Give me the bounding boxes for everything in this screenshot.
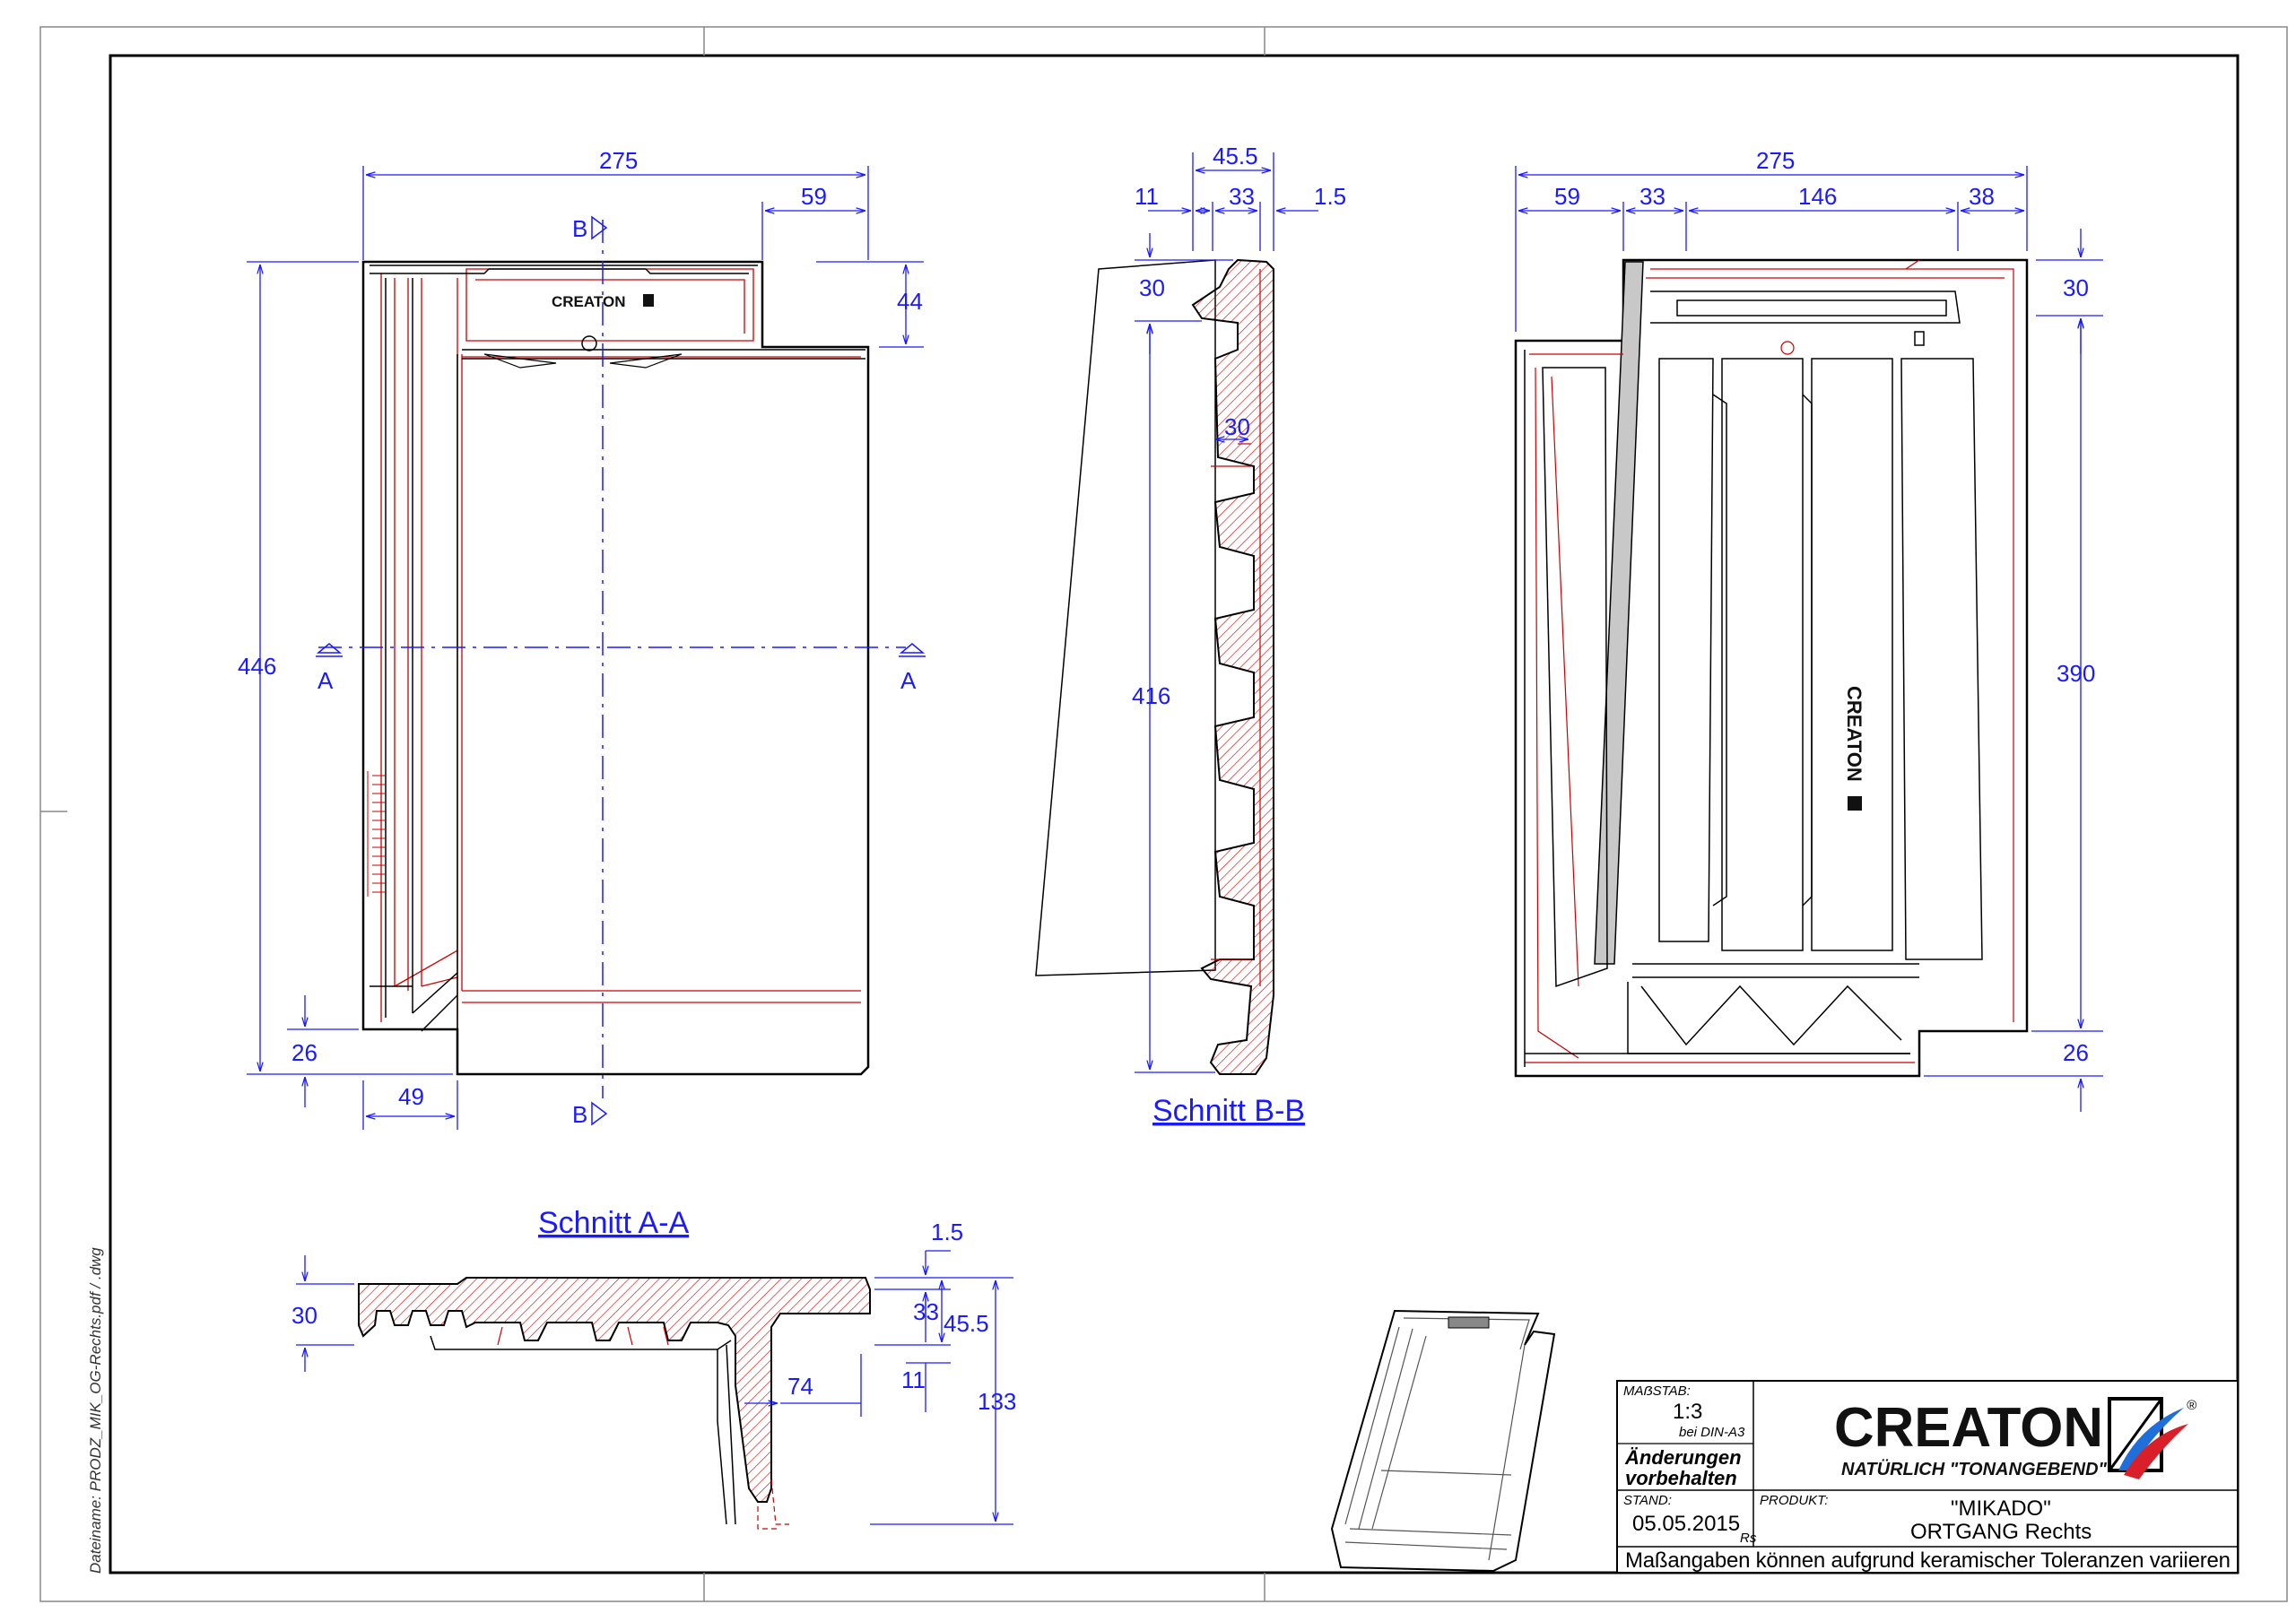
changes-line2: vorbehalten bbox=[1625, 1467, 1737, 1489]
sheet-frame bbox=[39, 26, 2288, 1602]
svg-text:B: B bbox=[572, 215, 587, 242]
tolerance-footer: Maßangaben können aufgrund keramischer T… bbox=[1625, 1548, 2231, 1573]
changes-line1: Änderungen bbox=[1624, 1446, 1742, 1469]
nail-marks bbox=[367, 771, 386, 897]
brand-slogan: NATÜRLICH "TONANGEBEND" bbox=[1841, 1459, 2108, 1479]
dim-aa-30: 30 bbox=[291, 1302, 317, 1329]
tile-logo-top: CREATON bbox=[552, 293, 626, 310]
dim-bv-59: 59 bbox=[1554, 183, 1580, 210]
section-marker-a: A A bbox=[316, 643, 926, 694]
dim-bv-30: 30 bbox=[2063, 274, 2089, 301]
scale-label: MAẞSTAB: bbox=[1623, 1383, 1691, 1399]
dim-aa-45-5: 45.5 bbox=[944, 1310, 989, 1337]
dim-bv-33: 33 bbox=[1639, 183, 1665, 210]
svg-text:A: A bbox=[900, 667, 917, 694]
product-name: "MIKADO" bbox=[1951, 1496, 2051, 1521]
section-aa: Schnitt A-A bbox=[291, 1206, 1016, 1530]
scale-value: 1:3 bbox=[1673, 1400, 1702, 1424]
title-block: MAẞSTAB: 1:3 bei DIN-A3 Änderungen vorbe… bbox=[1616, 1380, 2239, 1574]
dim-49: 49 bbox=[398, 1083, 424, 1110]
dim-bb-33: 33 bbox=[1229, 183, 1255, 210]
dim-bb-1-5: 1.5 bbox=[1314, 183, 1346, 210]
dim-aa-33: 33 bbox=[913, 1298, 939, 1325]
dim-aa-11: 11 bbox=[901, 1366, 926, 1393]
top-view: CREATON B B A A bbox=[238, 147, 926, 1130]
product-label: PRODUKT: bbox=[1760, 1493, 1828, 1508]
dim-446: 446 bbox=[238, 653, 276, 680]
dim-bv-38: 38 bbox=[1969, 183, 1995, 210]
dim-bb-30-mid: 30 bbox=[1224, 413, 1250, 440]
bottom-view: CREATON 275 59 33 146 38 bbox=[1514, 147, 2103, 1112]
dim-44: 44 bbox=[897, 288, 923, 315]
dim-aa-1-5: 1.5 bbox=[931, 1219, 963, 1245]
scale-note: bei DIN-A3 bbox=[1679, 1425, 1745, 1440]
section-marker-b: B B bbox=[572, 215, 608, 1128]
file-name-label: Dateiname: PRODZ_MIK_OG-Rechts.pdf / .dw… bbox=[87, 1247, 104, 1574]
dim-59-top: 59 bbox=[801, 183, 827, 210]
section-bb-title: Schnitt B-B bbox=[1152, 1094, 1305, 1128]
dim-aa-133: 133 bbox=[978, 1388, 1016, 1415]
tile-iso-view bbox=[1330, 1309, 1556, 1573]
dim-26-left: 26 bbox=[291, 1039, 317, 1066]
dim-aa-74: 74 bbox=[787, 1373, 813, 1400]
dim-275-top: 275 bbox=[599, 147, 638, 174]
svg-text:A: A bbox=[317, 667, 334, 694]
initials: Rs bbox=[1740, 1531, 1757, 1546]
date-value: 05.05.2015 bbox=[1632, 1512, 1740, 1536]
svg-text:B: B bbox=[572, 1101, 587, 1128]
dim-bv-390: 390 bbox=[2057, 660, 2095, 687]
registered-mark: ® bbox=[2187, 1398, 2197, 1413]
date-label: STAND: bbox=[1623, 1493, 1672, 1508]
dim-bb-416: 416 bbox=[1132, 682, 1170, 709]
brand-wordmark: CREATON bbox=[1834, 1397, 2103, 1459]
dim-bv-26: 26 bbox=[2063, 1039, 2089, 1066]
creaton-logo: CREATON NATÜRLICH "TONANGEBEND" ® bbox=[1834, 1397, 2197, 1479]
dim-bb-45-5: 45.5 bbox=[1213, 143, 1258, 169]
product-variant: ORTGANG Rechts bbox=[1910, 1520, 2092, 1544]
dim-bv-275: 275 bbox=[1756, 147, 1795, 174]
dim-bv-146: 146 bbox=[1798, 183, 1837, 210]
section-bb: 45.5 11 33 1.5 30 30 416 Schnitt B-B bbox=[1035, 143, 1346, 1128]
svg-text:Dateiname: PRODZ_MIK_OG-Rechts: Dateiname: PRODZ_MIK_OG-Rechts.pdf / .dw… bbox=[87, 1247, 104, 1574]
dim-bb-11: 11 bbox=[1135, 183, 1159, 210]
section-aa-title: Schnitt A-A bbox=[538, 1206, 690, 1240]
dim-bb-30-top: 30 bbox=[1139, 274, 1165, 301]
tile-logo-bottom: CREATON bbox=[1843, 686, 1866, 782]
